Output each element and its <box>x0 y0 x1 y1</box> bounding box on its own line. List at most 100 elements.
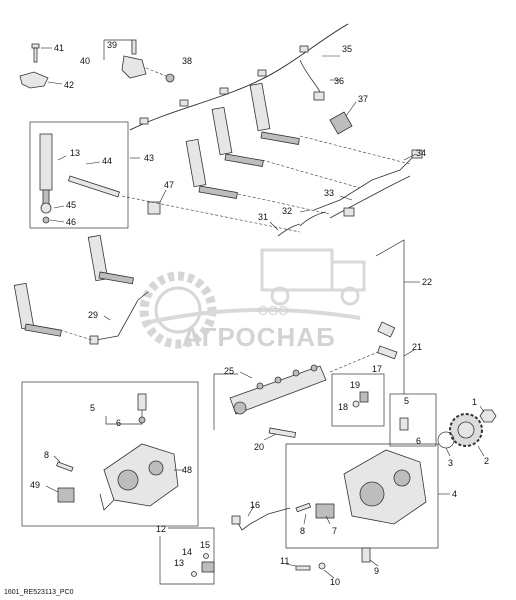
callout-46: 46 <box>66 217 76 227</box>
callout-20: 20 <box>254 442 264 452</box>
part-9-bolt <box>361 547 371 563</box>
callout-8-right: 8 <box>300 526 305 536</box>
part-8-pin-left <box>56 461 74 472</box>
callout-10: 10 <box>330 577 340 587</box>
part-44-tube <box>67 175 120 198</box>
part-19-valve <box>359 391 369 403</box>
callout-6-left: 6 <box>116 418 121 428</box>
part-36-plug <box>313 91 325 101</box>
callout-16: 16 <box>250 500 260 510</box>
watermark: ООО АГРОСНАБ <box>139 248 366 352</box>
watermark-brand: АГРОСНАБ <box>182 322 336 352</box>
figure-caption: 1601_RE523113_PC0 <box>4 589 74 596</box>
callout-29: 29 <box>88 310 98 320</box>
part-8-pin-right <box>295 502 312 513</box>
part-25-fuel-rail <box>229 364 327 415</box>
callout-14: 14 <box>182 547 192 557</box>
part-11-10-bolt-washer <box>295 562 326 571</box>
callout-4: 4 <box>452 489 457 499</box>
callout-33: 33 <box>324 188 334 198</box>
callout-5-right: 5 <box>404 396 409 406</box>
group-4-frame <box>285 443 439 549</box>
group-43-frame <box>29 121 129 229</box>
callout-15: 15 <box>200 540 210 550</box>
part-48-pump <box>99 443 179 511</box>
callout-9: 9 <box>374 566 379 576</box>
part-39-40-bracket <box>103 39 147 79</box>
callout-44: 44 <box>102 156 112 166</box>
watermark-truck-icon <box>260 248 366 306</box>
callout-19: 19 <box>350 380 360 390</box>
part-49-actuator <box>57 487 75 503</box>
part-41-bolt <box>31 43 40 63</box>
callout-2: 2 <box>484 456 489 466</box>
group-48-frame <box>21 381 199 527</box>
callout-17: 17 <box>372 364 382 374</box>
callout-39: 39 <box>107 40 117 50</box>
callout-31: 31 <box>258 212 268 222</box>
part-15-seal <box>203 553 209 559</box>
fuel-lines-33-34 <box>299 149 423 227</box>
callout-36: 36 <box>334 76 344 86</box>
callout-43: 43 <box>144 153 154 163</box>
callout-34: 34 <box>416 148 426 158</box>
callout-13-bottom: 13 <box>174 558 184 568</box>
callout-12: 12 <box>156 524 166 534</box>
watermark-company: ООО <box>258 303 288 318</box>
injector-left-1 <box>87 234 134 285</box>
part-2-gear <box>449 413 483 447</box>
part-43-injector <box>39 133 53 205</box>
part-45-seal <box>40 202 52 214</box>
callout-25: 25 <box>224 366 234 376</box>
part-4-pump <box>343 449 427 525</box>
callout-5-left: 5 <box>90 403 95 413</box>
callout-32: 32 <box>282 206 292 216</box>
part-16-fuel-line <box>231 507 291 531</box>
injector-upper-3 <box>185 138 238 199</box>
part-42-bracket <box>19 71 49 89</box>
part-5-sensor-right <box>399 417 409 431</box>
watermark-gear-icon <box>139 271 217 349</box>
pressure-sensor <box>377 321 396 338</box>
injector-upper-1 <box>249 82 300 145</box>
group-12-frame <box>159 527 215 585</box>
injector-upper-2 <box>211 106 264 167</box>
part-20-bolt <box>268 427 297 438</box>
wiring-harness <box>129 23 349 131</box>
callout-41: 41 <box>54 43 64 53</box>
callout-8-left: 8 <box>44 450 49 460</box>
part-3-oring <box>437 431 455 449</box>
group-5-right-frame <box>389 393 437 447</box>
callout-18: 18 <box>338 402 348 412</box>
part-1-nut <box>479 409 497 423</box>
part-38-nut <box>165 73 175 83</box>
callout-21: 21 <box>412 342 422 352</box>
callout-7: 7 <box>332 526 337 536</box>
part-37-connector <box>329 111 353 135</box>
callout-37: 37 <box>358 94 368 104</box>
callout-38: 38 <box>182 56 192 66</box>
callout-labels: 41 42 39 40 38 35 36 37 13 44 43 45 46 4… <box>30 40 489 587</box>
part-47-sleeve <box>147 201 161 215</box>
callout-3: 3 <box>448 458 453 468</box>
injector-left-2 <box>13 282 62 337</box>
callout-1: 1 <box>472 397 477 407</box>
part-7-actuator <box>315 503 335 519</box>
group-22-frame <box>375 239 405 394</box>
part-29-fuel-line <box>89 291 149 345</box>
callout-49: 49 <box>30 480 40 490</box>
callout-42: 42 <box>64 80 74 90</box>
part-18-seal <box>352 400 360 408</box>
callout-35: 35 <box>342 44 352 54</box>
leader-lines <box>45 55 485 579</box>
part-5-sensor-left <box>137 393 147 424</box>
callout-48: 48 <box>182 465 192 475</box>
callout-22: 22 <box>422 277 432 287</box>
part-21-sensor <box>377 345 398 360</box>
part-46-washer <box>42 216 50 224</box>
callout-40: 40 <box>80 56 90 66</box>
callout-47: 47 <box>164 180 174 190</box>
part-13-seal <box>191 571 197 577</box>
